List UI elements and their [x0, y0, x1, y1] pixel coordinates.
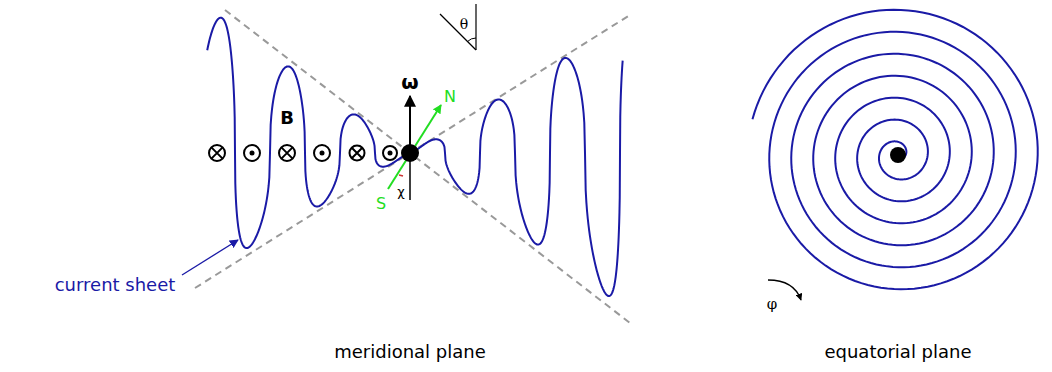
pole-label: N — [444, 89, 456, 105]
field-out-symbol — [383, 146, 397, 160]
symbol-ring — [383, 146, 397, 160]
symbol-dot — [388, 151, 393, 156]
symbol-ring — [244, 145, 260, 161]
angle-arc — [399, 175, 403, 176]
magnetic-axis — [388, 105, 441, 189]
symbol-ring — [350, 146, 365, 161]
symbol-ring — [209, 145, 225, 161]
symbol-cross — [352, 148, 363, 159]
field-into-symbol — [350, 146, 365, 161]
field-out-symbol — [314, 145, 330, 161]
symbol-ring — [279, 145, 295, 161]
angle-line — [440, 14, 476, 50]
angle-arc — [468, 38, 477, 42]
field-label: B — [280, 109, 294, 127]
symbol-cross — [211, 147, 222, 158]
field-into-symbol — [279, 145, 295, 161]
axis-label: ω — [401, 72, 418, 92]
cone-line — [195, 15, 630, 288]
angle-line — [475, 4, 476, 50]
pole-label: S — [376, 196, 386, 212]
angle-label: θ — [460, 17, 468, 31]
symbol-cross — [281, 147, 292, 158]
panel-caption: equatorial plane — [824, 343, 971, 361]
panel-caption: meridional plane — [334, 343, 486, 361]
cone-line — [225, 10, 630, 323]
symbol-dot — [250, 151, 255, 156]
current-sheet-curve — [207, 18, 622, 296]
spiral-sheet — [752, 10, 1037, 289]
symbol-dot — [320, 151, 325, 156]
pulsar-dot — [890, 147, 906, 163]
leader-line — [182, 240, 238, 275]
callout-label: current sheet — [55, 276, 176, 294]
symbol-ring — [314, 145, 330, 161]
field-into-symbol — [209, 145, 225, 161]
pulsar-dot — [401, 144, 419, 162]
angle-label: φ — [767, 297, 778, 312]
angle-label: χ — [397, 185, 405, 198]
field-out-symbol — [244, 145, 260, 161]
